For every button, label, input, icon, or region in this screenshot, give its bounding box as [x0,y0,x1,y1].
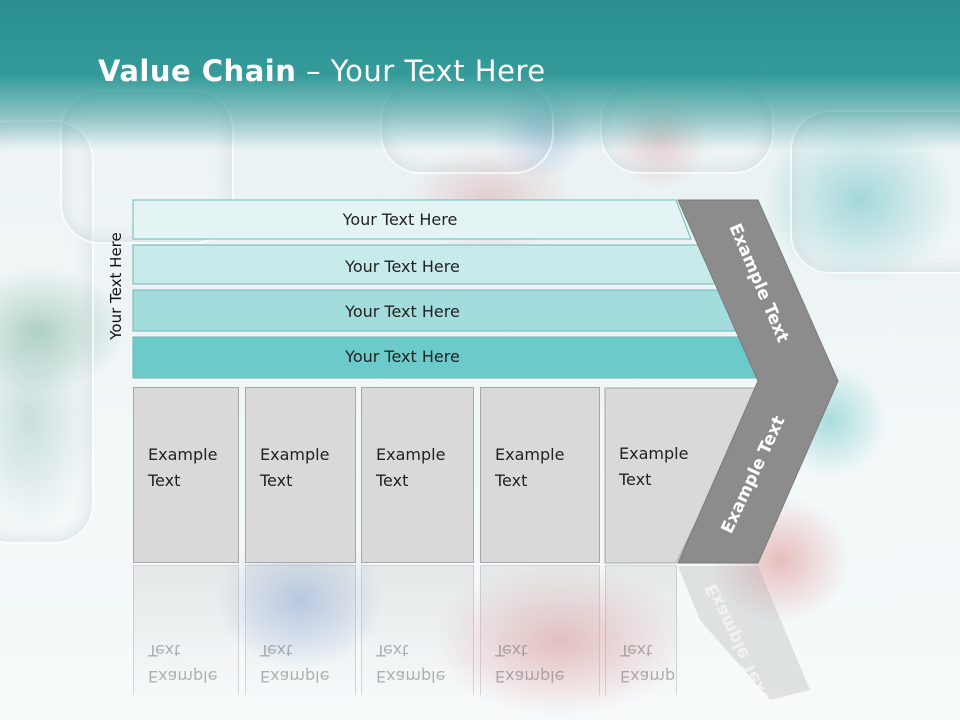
column-4-reflection-text: Example Text [495,641,565,686]
column-1-label: Example Text [148,445,218,490]
chevron-reflection [678,566,810,700]
column-3: Example Text [361,387,474,563]
column-5-reflection-text: Example Text [620,641,676,686]
header-band [0,0,960,150]
band-3: Your Text Here [133,292,698,330]
band-4: Your Text Here [133,337,698,375]
band-4-label: Your Text Here [345,346,460,366]
column-1-reflection: Example Text [133,565,239,695]
band-2-label: Your Text Here [345,256,460,276]
column-shape-5 [604,387,763,564]
column-5: Example Text [605,387,705,563]
title-rest: – Your Text Here [296,54,546,88]
chevron-arrow [677,199,839,564]
band-1: Your Text Here [133,200,693,238]
column-5-reflection: Example Text [605,565,677,695]
column-4-reflection: Example Text [480,565,600,695]
slide-title: Value Chain – Your Text Here [98,54,546,88]
column-2-label: Example Text [260,445,330,490]
glass-jar [0,120,94,544]
column-2-reflection-text: Example Text [260,641,330,686]
column-3-label: Example Text [376,445,446,490]
column-2: Example Text [245,387,356,563]
band-2: Your Text Here [133,247,698,285]
column-5-label: Example Text [619,444,689,489]
band-1-label: Your Text Here [342,209,458,229]
column-1: Example Text [133,387,239,563]
column-3-reflection: Example Text [361,565,474,695]
column-2-reflection: Example Text [245,565,356,695]
column-4: Example Text [480,387,600,563]
title-bold: Value Chain [98,54,297,88]
column-3-reflection-text: Example Text [376,641,446,686]
column-1-reflection-text: Example Text [148,641,218,686]
band-shape-1 [132,199,692,240]
band-3-label: Your Text Here [345,301,460,321]
column-4-label: Example Text [495,445,565,490]
